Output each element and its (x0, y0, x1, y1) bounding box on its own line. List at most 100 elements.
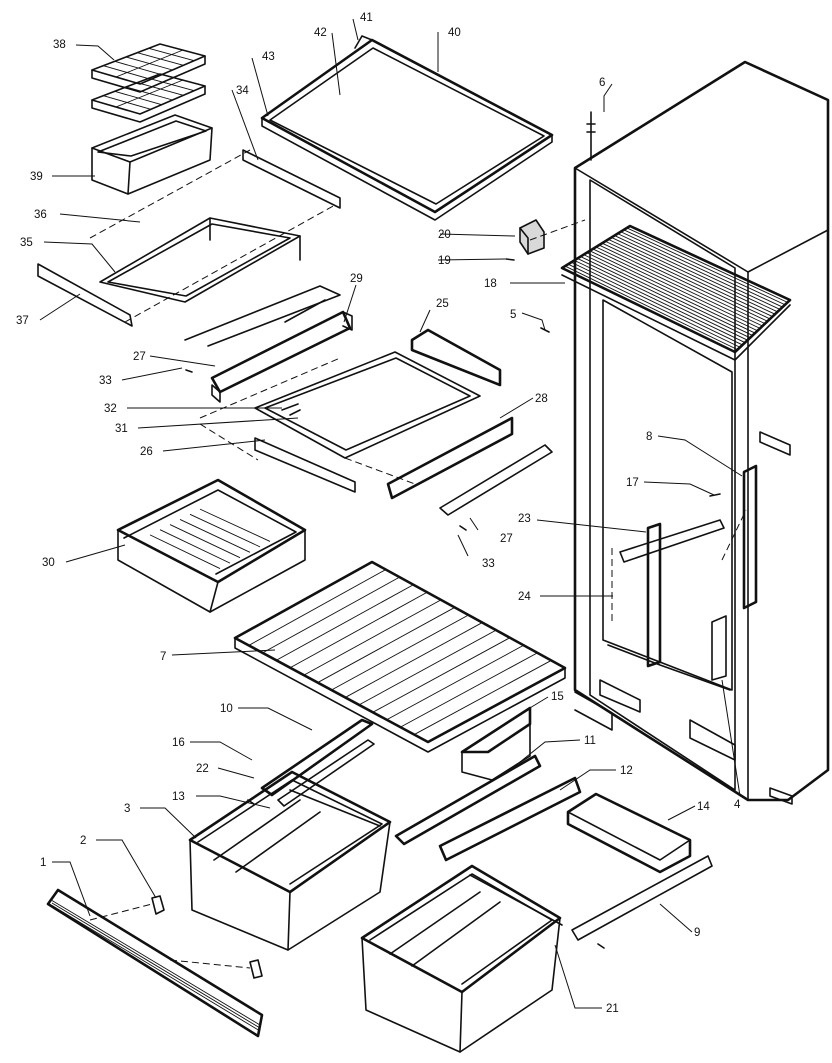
shelf-rib (289, 591, 428, 669)
shelf-brackets (611, 464, 758, 681)
callout-14: 14 (697, 801, 710, 813)
shelf-rib (303, 599, 442, 676)
callout-39: 39 (30, 171, 43, 183)
wire-shelf-rod (617, 233, 781, 310)
callout-10: 10 (220, 703, 233, 715)
callout-27b: 27 (500, 533, 513, 545)
wire-shelf-rod (571, 261, 743, 346)
wire-shelf-rod (567, 263, 741, 348)
callout-25: 25 (436, 298, 449, 310)
deli-drawer (116, 478, 307, 613)
callout-26: 26 (140, 446, 153, 458)
drawer-rib (169, 524, 241, 559)
callout-41: 41 (360, 12, 373, 24)
ice-trays (91, 43, 206, 123)
wire-shelf-rod (611, 237, 776, 315)
wire-shelf-rod (623, 229, 786, 306)
wire-shelf-rod (614, 235, 778, 313)
callout-35: 35 (20, 237, 33, 249)
damper-control (519, 219, 545, 255)
callout-30: 30 (42, 557, 55, 569)
callout-20: 20 (438, 229, 451, 241)
callout-9: 9 (694, 927, 700, 939)
callout-28: 28 (535, 393, 548, 405)
drawer-rib (199, 508, 271, 542)
wire-shelf-rod (601, 242, 768, 322)
wire-shelf-rod (592, 248, 761, 329)
crisper-glass-shelf (233, 560, 567, 753)
screws (505, 111, 596, 333)
freezer-shelf (260, 35, 554, 221)
callout-11: 11 (584, 735, 596, 747)
callout-36: 36 (34, 209, 47, 221)
shelf-rib (248, 569, 387, 646)
callout-18: 18 (484, 278, 497, 290)
callout-23: 23 (518, 513, 531, 525)
wire-shelf-rod (586, 252, 756, 334)
callout-5: 5 (510, 309, 516, 321)
callout-3: 3 (124, 803, 130, 815)
shelf-rib (317, 607, 455, 683)
shelf-rib (400, 652, 538, 728)
shelf-rib (345, 622, 483, 698)
wire-shelf-rod (574, 259, 746, 343)
freezer-wire-shelf (560, 224, 792, 361)
ice-tray-divider (115, 49, 184, 78)
front-grille (46, 888, 264, 1038)
callout-24: 24 (518, 591, 531, 603)
grille-slot (51, 902, 261, 1029)
shelf-rib (331, 614, 469, 691)
shelf-rib (414, 660, 552, 735)
callout-17: 17 (626, 477, 639, 489)
wire-shelf-rod (577, 258, 748, 341)
shelf-rib (276, 584, 414, 661)
callout-16: 16 (172, 737, 185, 749)
drawer-rib (189, 513, 261, 548)
callout-1: 1 (40, 857, 46, 869)
callout-4: 4 (734, 799, 741, 811)
callout-40: 40 (448, 27, 461, 39)
drawer-rib (179, 519, 251, 553)
callout-33a: 33 (99, 375, 112, 387)
drawer-slides (247, 706, 713, 949)
ice-tray-divider (115, 79, 184, 108)
crisper-cover-assembly (185, 299, 553, 531)
drawer-rib (149, 534, 221, 569)
shelf-rib (358, 629, 497, 706)
grille-slot (51, 900, 261, 1026)
callout-21: 21 (606, 1003, 619, 1015)
callout-7: 7 (160, 651, 166, 663)
wire-shelf-rod (583, 254, 753, 336)
callout-37: 37 (16, 315, 29, 327)
wire-shelf-rod (608, 238, 773, 317)
wire-shelf-rod (598, 244, 766, 325)
leader-lines (39, 18, 743, 1009)
wire-shelf-rod (589, 250, 758, 332)
ice-bin (91, 114, 213, 195)
callout-42: 42 (314, 27, 327, 39)
callout-2: 2 (80, 835, 86, 847)
callout-27a: 27 (133, 351, 146, 363)
drawer-rib (159, 529, 231, 564)
callout-6: 6 (599, 77, 605, 89)
shelf-rib (262, 576, 400, 654)
callout-22: 22 (196, 763, 209, 775)
callout-31: 31 (115, 423, 128, 435)
callout-43: 43 (262, 51, 275, 63)
callout-labels: 38 39 34 43 42 41 40 36 35 37 6 20 19 5 … (16, 12, 741, 1015)
callout-15: 15 (551, 691, 564, 703)
callout-29: 29 (350, 273, 363, 285)
callout-8: 8 (646, 431, 652, 443)
callout-33b: 33 (482, 558, 495, 570)
callout-38: 38 (53, 39, 66, 51)
callout-32: 32 (104, 403, 117, 415)
wire-shelf-rod (564, 265, 738, 351)
callout-12: 12 (620, 765, 633, 777)
wire-shelf-rod (605, 240, 771, 320)
callout-34: 34 (236, 85, 249, 97)
deli-cover-assembly (37, 149, 341, 347)
vegetable-drawer-right (360, 864, 563, 1053)
shelf-rib (372, 637, 511, 713)
refrigerator-cabinet (573, 60, 830, 805)
vegetable-drawer-left (188, 770, 392, 951)
